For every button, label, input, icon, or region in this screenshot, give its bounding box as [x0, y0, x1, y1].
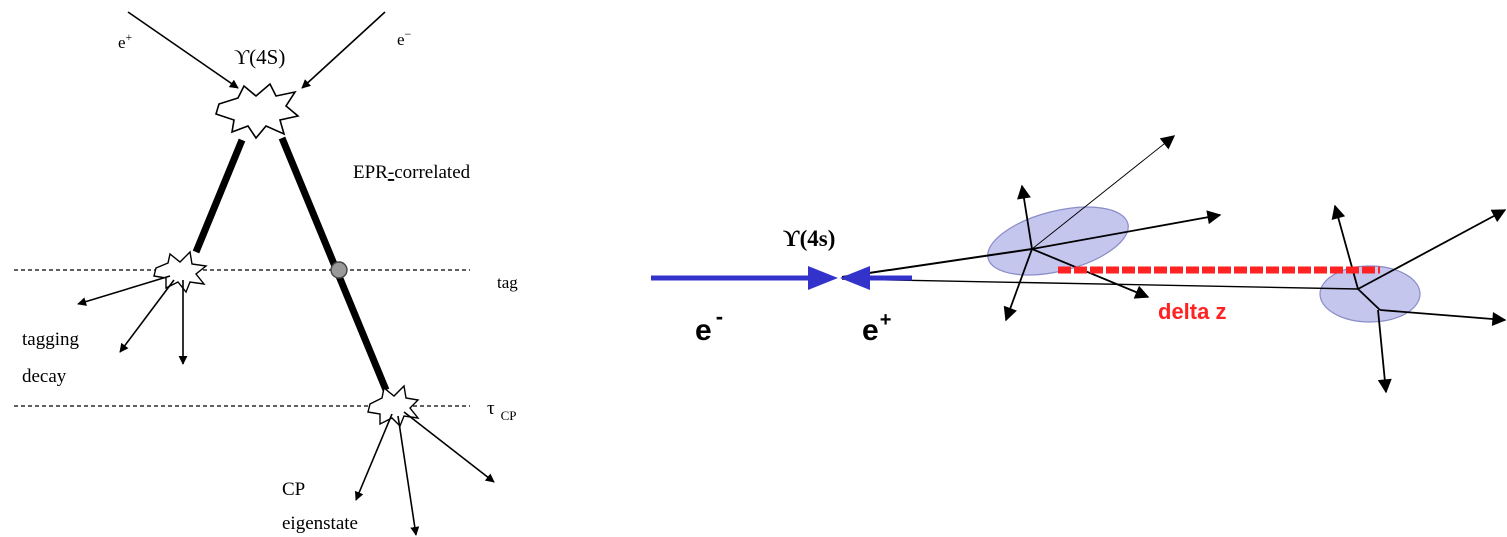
cp-track-3	[404, 412, 494, 482]
tag-vertex-ellipse	[981, 194, 1135, 287]
right-diagram: ϒ(4s) e- e+ delta z	[651, 136, 1505, 392]
e-plus-beam-line	[128, 12, 238, 88]
b-tag-line	[196, 140, 242, 252]
e-minus-arrowhead	[808, 266, 838, 290]
upsilon-4s-right-label: ϒ(4s)	[783, 226, 835, 251]
cp-decay-track-4	[1378, 310, 1386, 392]
e-minus-beam-line	[302, 12, 385, 88]
cp-decay-track-1	[1358, 210, 1505, 289]
e-plus-label: e+	[118, 30, 133, 52]
mixing-node	[331, 262, 347, 278]
delta-z-label: delta z	[1158, 299, 1226, 324]
cp-track-2	[398, 416, 416, 535]
upsilon-4s-label: ϒ(4S)	[234, 45, 285, 69]
cp-eigenstate-label: CP eigenstate	[282, 479, 358, 534]
cp-track-1	[356, 414, 392, 500]
tagging-burst-icon	[154, 252, 206, 292]
tagging-track-1	[78, 276, 170, 304]
e-minus-right-label: e-	[695, 304, 723, 347]
b-meson-track-2	[842, 279, 1358, 289]
epr-correlated-label: EPR-correlated	[353, 162, 471, 183]
cp-vertex-ellipse	[1320, 266, 1420, 322]
e-plus-arrowhead	[840, 266, 870, 290]
e-plus-right-label: e+	[862, 309, 891, 347]
t-tag-label: tag	[497, 273, 518, 292]
tagging-decay-label: tagging decay	[22, 329, 84, 387]
tagging-track-2	[120, 280, 174, 352]
upsilon-burst-icon	[216, 84, 298, 138]
cp-burst-icon	[368, 386, 418, 426]
e-minus-label: e−	[397, 27, 412, 49]
